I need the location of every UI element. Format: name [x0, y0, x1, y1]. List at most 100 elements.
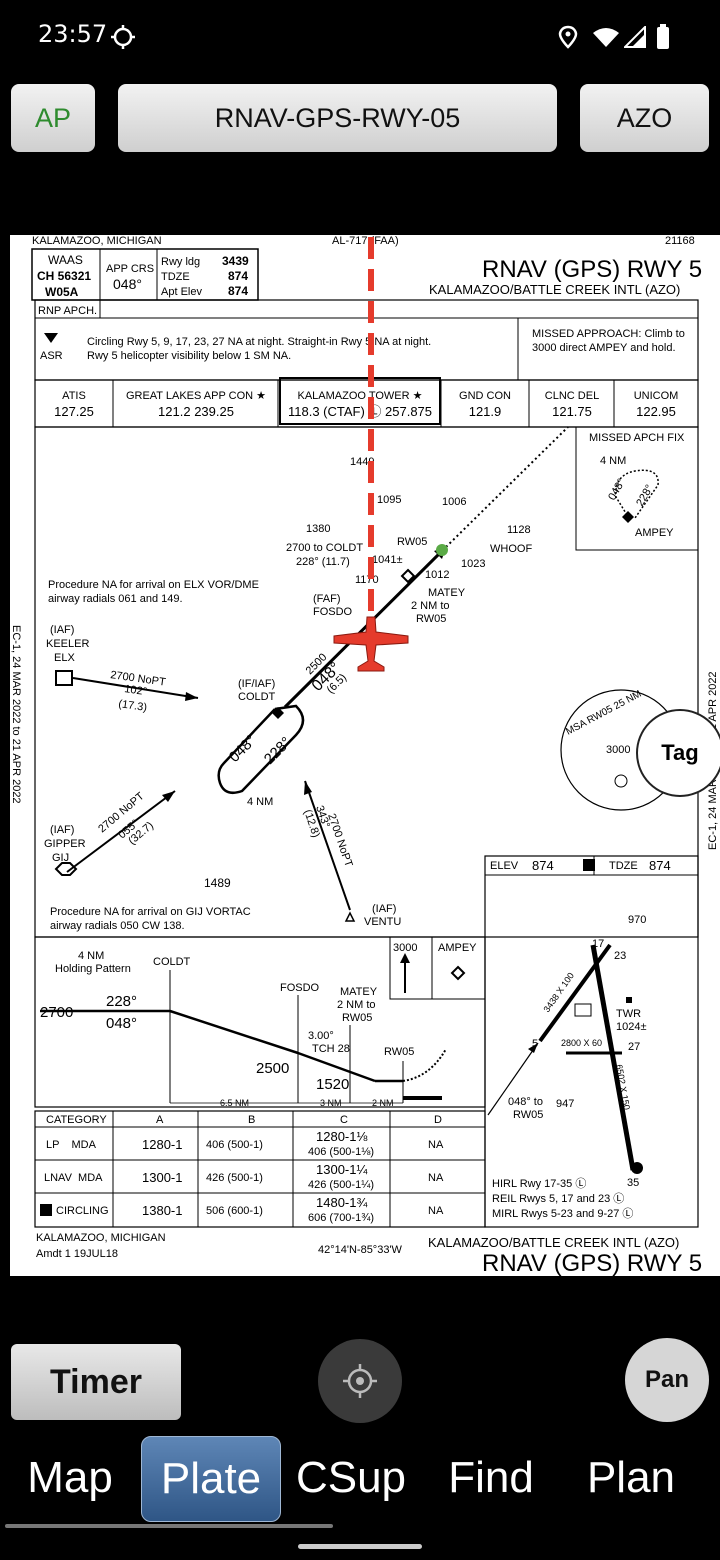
tag-button[interactable]: Tag — [636, 709, 720, 797]
minima-lnav-c1: 1300-1¼ — [316, 1162, 367, 1177]
minima-header-c: C — [340, 1114, 348, 1126]
minima-lnav-label: LNAV MDA — [44, 1172, 103, 1184]
obstacle-1380: 1380 — [306, 523, 330, 535]
app-crs-label: APP CRS — [106, 263, 154, 275]
status-bar: 23:57 — [0, 0, 720, 72]
pan-button[interactable]: Pan — [625, 1338, 709, 1422]
procedure-button[interactable]: RNAV-GPS-RWY-05 — [118, 84, 557, 152]
comm-approach-freq: 121.2 239.25 — [158, 404, 234, 419]
obstacle-1006: 1006 — [442, 496, 466, 508]
tab-map[interactable]: Map — [27, 1453, 113, 1502]
comm-atis-freq: 127.25 — [54, 404, 94, 419]
plate-drawing: KALAMAZOO, MICHIGAN AL-717 (FAA) 21168 W… — [10, 235, 719, 1276]
apt-crs-rw05: RW05 — [513, 1109, 543, 1121]
minima-header-category: CATEGORY — [46, 1114, 107, 1126]
obstacle-1041: 1041± — [372, 554, 403, 566]
asr-label: ASR — [40, 350, 63, 362]
notes-line-2: Rwy 5 helicopter visibility below 1 SM N… — [87, 350, 291, 362]
obstacle-1023: 1023 — [461, 558, 485, 570]
tab-scrollbar[interactable] — [5, 1524, 333, 1528]
plate-airport-name: KALAMAZOO/BATTLE CREEK INTL (AZO) — [429, 282, 680, 297]
minima-circling-c1: 1480-1¾ — [316, 1195, 367, 1210]
comm-approach-name: GREAT LAKES APP CON ★ — [126, 390, 266, 402]
matey-rw05: RW05 — [416, 613, 446, 625]
keeler-iaf: (IAF) — [50, 624, 74, 636]
obstacle-1170: 1170 — [355, 574, 379, 586]
center-location-button[interactable] — [318, 1339, 402, 1423]
minima-lp-label: LP MDA — [46, 1139, 97, 1151]
gipper-label: GIPPER — [44, 838, 86, 850]
apt-lights-1: HIRL Rwy 17-35 Ⓛ — [492, 1177, 586, 1190]
apt-twr-elev: 1024± — [616, 1021, 647, 1033]
tdze-label: TDZE — [161, 271, 190, 283]
airport-type-button[interactable]: AP — [11, 84, 95, 152]
rwy-ldg: 3439 — [222, 254, 249, 268]
notes-line-1: Circling Rwy 5, 9, 17, 23, 27 NA at nigh… — [87, 336, 431, 348]
runway-5-23 — [538, 943, 612, 1043]
home-indicator[interactable] — [298, 1544, 422, 1549]
apt-rwy-dim-1: 2800 X 60 — [561, 1038, 602, 1048]
elx-distance: (17.3) — [118, 698, 148, 714]
faf-label: (FAF) — [313, 593, 341, 605]
app-crs: 048° — [113, 276, 142, 292]
minima-lp-b: 406 (500-1) — [206, 1139, 263, 1151]
tab-find[interactable]: Find — [448, 1453, 534, 1502]
comm-unicom-name: UNICOM — [634, 390, 679, 402]
obstacle-1095: 1095 — [377, 494, 401, 506]
rwy-ldg-label: Rwy ldg — [161, 256, 200, 268]
inset-hold-4nm: 4 NM — [600, 455, 626, 467]
footer-city: KALAMAZOO, MICHIGAN — [36, 1232, 166, 1244]
apt-elev-label-box: ELEV — [490, 860, 519, 872]
minima-header-b: B — [248, 1114, 255, 1126]
tower-icon — [626, 997, 632, 1003]
obstacle-1012: 1012 — [425, 569, 449, 581]
comm-unicom-freq: 122.95 — [636, 404, 676, 419]
signal-icon — [624, 26, 646, 48]
apt-elev-box: 874 — [532, 858, 554, 873]
minima-header-a: A — [156, 1114, 164, 1126]
plate-city: KALAMAZOO, MICHIGAN — [32, 235, 162, 247]
footer-airport-name: KALAMAZOO/BATTLE CREEK INTL (AZO) — [428, 1235, 679, 1250]
inset-hold-inbound: 048° — [606, 477, 628, 503]
matey-fix-icon — [400, 568, 416, 584]
minima-lp-a: 1280-1 — [142, 1137, 182, 1152]
minima-lp-d: NA — [428, 1139, 444, 1151]
airport-button[interactable]: AZO — [580, 84, 709, 152]
pt-4nm: 4 NM — [247, 796, 273, 808]
ownship-airplane-icon — [333, 616, 409, 672]
battery-icon — [657, 24, 669, 49]
minima-lp-c1: 1280-1⅛ — [316, 1129, 367, 1144]
apt-rwy-dim-2: 3438 X 100 — [541, 971, 576, 1014]
minima-circling-d: NA — [428, 1205, 444, 1217]
coldt-if-iaf: (IF/IAF) — [238, 678, 275, 690]
profile-tch: TCH 28 — [312, 1043, 350, 1055]
profile-alt-2500: 2500 — [256, 1060, 289, 1077]
elx-course: 102° — [124, 683, 148, 698]
pt-inbound: 228° — [261, 734, 295, 768]
minima-lnav-c2: 426 (500-1¼) — [308, 1179, 374, 1191]
matey-label: MATEY — [428, 587, 466, 599]
profile-crs-228: 228° — [106, 993, 137, 1010]
timer-button[interactable]: Timer — [11, 1344, 181, 1420]
footer-coords: 42°14'N-85°33'W — [318, 1244, 403, 1256]
apt-beacon-icon — [631, 1162, 643, 1174]
profile-ma-fix: AMPEY — [438, 942, 477, 954]
tab-plan[interactable]: Plan — [586, 1453, 676, 1502]
profile-fosdo: FOSDO — [280, 982, 320, 994]
fosdo-label: FOSDO — [313, 606, 353, 618]
minima-header-d: D — [434, 1114, 442, 1126]
waas-label: WAAS — [48, 253, 83, 267]
coldt-label: COLDT — [238, 691, 276, 703]
comm-atis-name: ATIS — [62, 390, 86, 402]
elx-note-2: airway radials 061 and 149. — [48, 593, 183, 605]
minima-lp-c2: 406 (500-1⅛) — [308, 1146, 374, 1158]
apt-elev-label: Apt Elev — [161, 286, 202, 298]
tab-plate[interactable]: Plate — [141, 1436, 281, 1522]
apt-rwy-35: 35 — [627, 1177, 639, 1189]
apt-twr: TWR — [616, 1008, 641, 1020]
ventu-fix-icon — [344, 911, 356, 922]
rw05-waypoint-icon — [436, 544, 448, 556]
tab-csup[interactable]: CSup — [295, 1453, 407, 1502]
approach-plate[interactable]: KALAMAZOO, MICHIGAN AL-717 (FAA) 21168 W… — [10, 235, 720, 1276]
waas-channel: CH 56321 — [37, 269, 91, 283]
